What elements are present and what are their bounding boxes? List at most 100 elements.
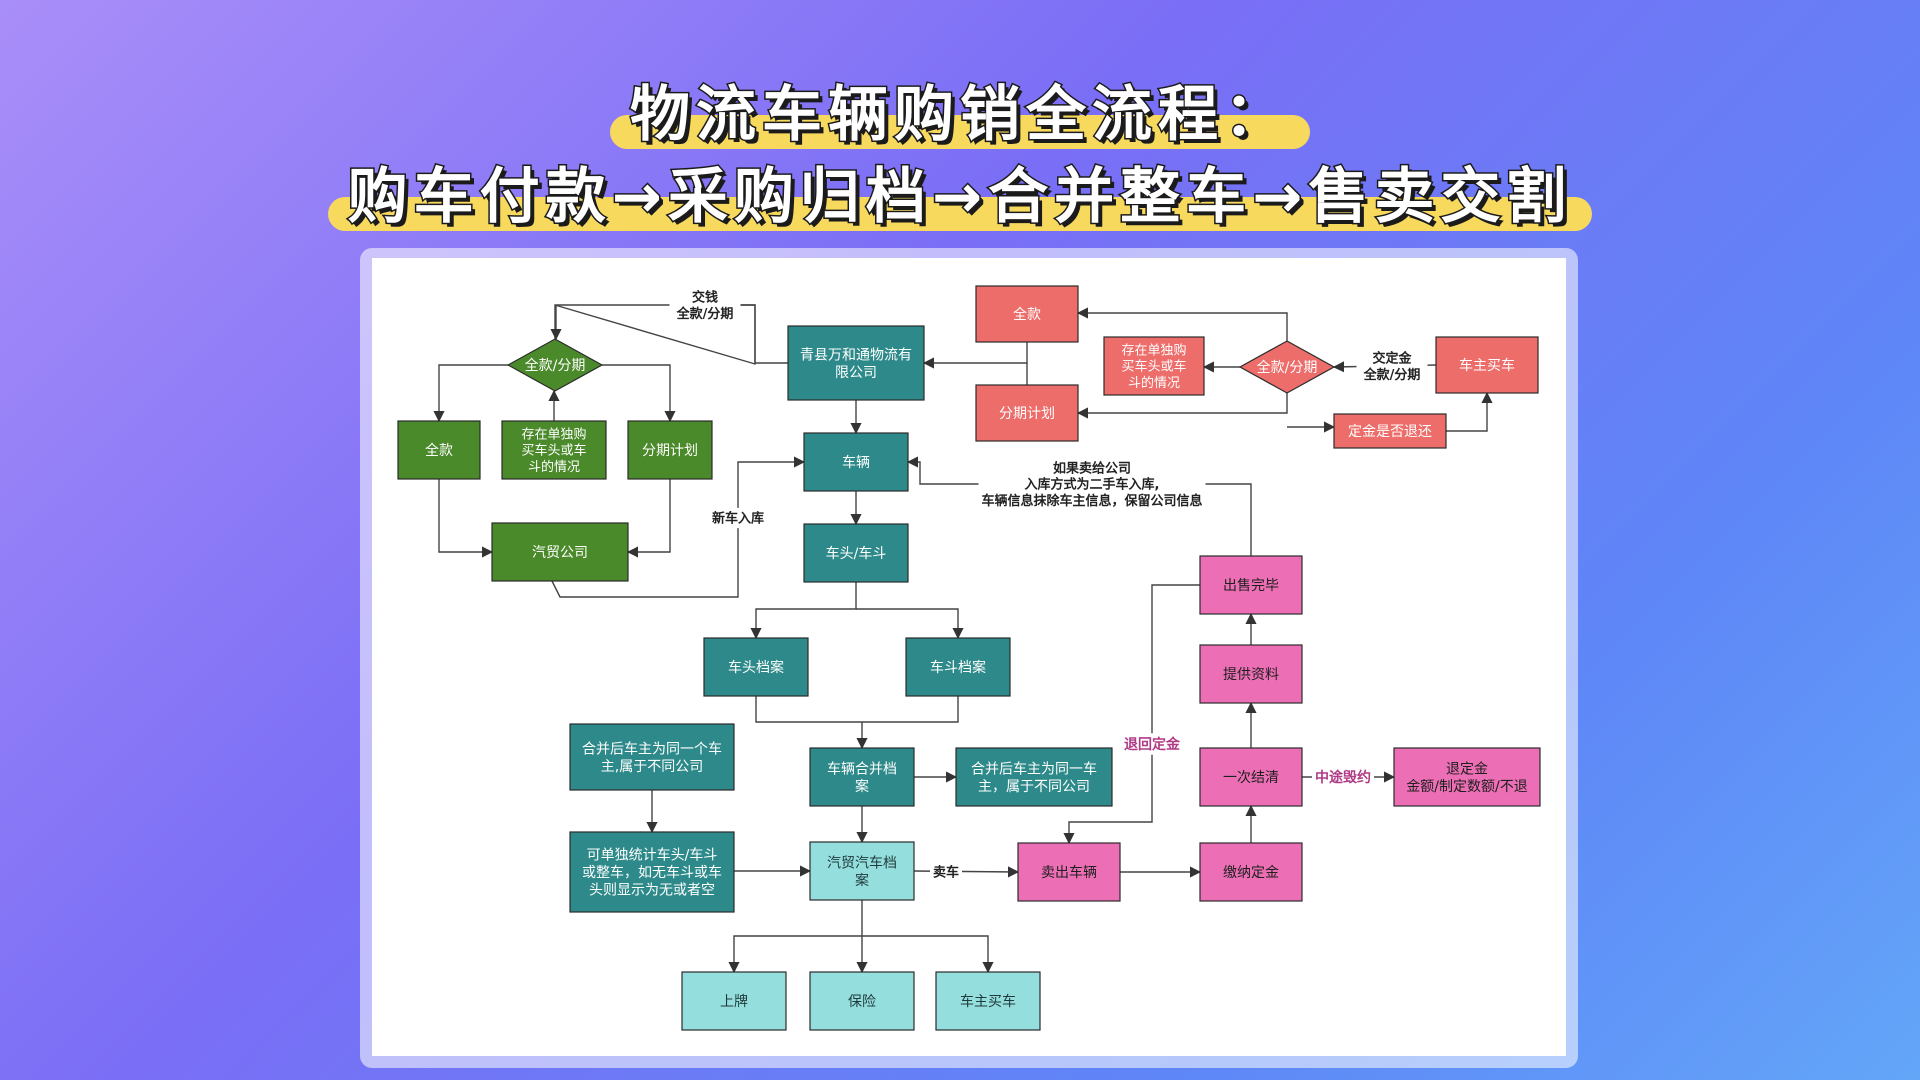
node-r-diamond: 全款/分期	[1238, 340, 1336, 394]
edge-auto-to-vehicle	[551, 456, 806, 598]
node-label: 全款/分期	[1257, 359, 1318, 376]
edge-decision-to-full	[1076, 307, 1288, 341]
node-label: 车主买车	[1459, 357, 1515, 374]
node-merge-note-same: 合并后车主为同一个车主,属于不同公司	[569, 723, 735, 791]
nodes: 全款/分期全款存在单独购买车头或车斗的情况分期计划汽贸公司青县万和通物流有限公司…	[397, 285, 1541, 1031]
node-label: 上牌	[720, 993, 748, 1010]
node-sell: 卖出车辆	[1017, 842, 1121, 902]
process-box	[569, 831, 735, 913]
label-if-sold: 如果卖给公司入库方式为二手车入库,车辆信息抹除车主信息，保留公司信息	[978, 457, 1206, 511]
node-r-owner: 车主买车	[1435, 336, 1539, 394]
title-text-1: 物流车辆购销全流程：	[610, 66, 1310, 153]
process-box	[397, 420, 481, 480]
label-background	[1121, 733, 1183, 755]
node-plate: 上牌	[681, 971, 787, 1031]
process-box	[1199, 555, 1303, 615]
node-label: 全款/分期	[525, 357, 586, 374]
node-label: 定金是否退还	[1348, 424, 1432, 440]
node-label: 车头档案	[728, 659, 784, 676]
title-line-1: 物流车辆购销全流程：	[0, 66, 1920, 153]
node-count-note: 可单独统计车头/车斗或整车，如无车斗或车头则显示为无或者空	[569, 831, 735, 913]
edge-autofile-to-plate	[728, 900, 863, 974]
edge-company-to-green-decision	[550, 304, 788, 364]
process-box	[681, 971, 787, 1031]
edge-decision-full	[433, 364, 508, 423]
process-box	[1103, 336, 1205, 396]
node-owner-buy-bottom: 车主买车	[935, 971, 1041, 1031]
node-label: 存在单独购买车头或车斗的情况	[521, 426, 586, 475]
process-box	[1017, 842, 1121, 902]
node-label: 合并后车主为同一车主，属于不同公司	[971, 760, 1097, 795]
node-label: 车辆	[842, 454, 870, 471]
node-label: 合并后车主为同一个车主,属于不同公司	[582, 740, 722, 775]
node-label: 汽贸公司	[532, 545, 588, 561]
process-box	[803, 432, 909, 492]
process-box	[905, 637, 1011, 697]
node-g-exist: 存在单独购买车头或车斗的情况	[501, 420, 607, 480]
edge-headbody-to-headfile	[750, 582, 857, 640]
node-provide: 提供资料	[1199, 644, 1303, 704]
flowchart: 全款/分期全款存在单独购买车头或车斗的情况分期计划汽贸公司青县万和通物流有限公司…	[397, 285, 1541, 1031]
label-deposit-pay: 交定金全款/分期	[1356, 347, 1428, 385]
edge-files-join	[755, 696, 959, 723]
label-new-stock: 新车入库	[709, 507, 767, 529]
node-label: 青县万和通物流有限公司	[800, 347, 912, 381]
node-g-full: 全款	[397, 420, 481, 480]
process-box	[501, 420, 607, 480]
node-label: 保险	[848, 994, 876, 1010]
node-company: 青县万和通物流有限公司	[787, 325, 925, 401]
node-label: 退定金金额/制定数额/不退	[1406, 761, 1527, 795]
label-background	[1356, 347, 1428, 385]
node-label: 提供资料	[1223, 667, 1279, 683]
process-box	[491, 522, 629, 582]
node-label: 车斗档案	[930, 659, 986, 676]
node-g-install: 分期计划	[627, 420, 713, 480]
process-box	[1333, 413, 1447, 449]
label-background	[930, 861, 962, 883]
node-label: 车主买车	[960, 993, 1016, 1010]
decision-shape	[1238, 340, 1336, 394]
process-box	[1199, 747, 1303, 807]
process-box	[703, 637, 809, 697]
node-deposit: 缴纳定金	[1199, 842, 1303, 902]
node-label: 车头/车斗	[826, 545, 887, 562]
label-sell-car: 卖车	[930, 861, 962, 883]
edge-sold-to-vehicle	[906, 456, 1252, 556]
label-pay: 交钱全款/分期	[669, 286, 741, 324]
node-label: 出售完毕	[1223, 578, 1279, 594]
node-r-full: 全款	[975, 285, 1079, 343]
node-auto-file: 汽贸汽车档案	[809, 841, 915, 901]
node-refund: 退定金金额/制定数额/不退	[1393, 747, 1541, 807]
edge-label-text: 交定金全款/分期	[1363, 351, 1421, 383]
edge-installment-to-auto	[626, 479, 671, 558]
process-box	[569, 723, 735, 791]
node-label: 全款	[425, 442, 453, 459]
node-label: 缴纳定金	[1223, 865, 1279, 881]
process-box	[975, 285, 1079, 343]
process-box	[955, 747, 1113, 807]
node-g-auto: 汽贸公司	[491, 522, 629, 582]
node-label: 卖出车辆	[1041, 864, 1097, 881]
process-box	[1393, 747, 1541, 807]
node-insurance: 保险	[809, 971, 915, 1031]
label-background	[709, 507, 767, 529]
title-text-2: 购车付款→采购归档→合并整车→售卖交割	[327, 148, 1593, 235]
node-merge-note-right: 合并后车主为同一车主，属于不同公司	[955, 747, 1113, 807]
process-box	[1435, 336, 1539, 394]
edge-label-text: 中途毁约	[1315, 769, 1371, 786]
diagram-canvas: 全款/分期全款存在单独购买车头或车斗的情况分期计划汽贸公司青县万和通物流有限公司…	[372, 258, 1566, 1056]
edge-label-text: 如果卖给公司入库方式为二手车入库,车辆信息抹除车主信息，保留公司信息	[981, 460, 1202, 509]
node-merge-file: 车辆合并档案	[809, 747, 915, 807]
process-box	[935, 971, 1041, 1031]
process-box	[627, 420, 713, 480]
node-body-file: 车斗档案	[905, 637, 1011, 697]
label-breach: 中途毁约	[1312, 766, 1374, 788]
process-box	[1199, 842, 1303, 902]
edge-decision-to-installment	[1076, 393, 1288, 419]
node-g-diamond: 全款/分期	[506, 338, 604, 392]
node-sold: 出售完毕	[1199, 555, 1303, 615]
node-label: 车辆合并档案	[827, 760, 897, 795]
node-r-install: 分期计划	[975, 384, 1079, 442]
edge-label-text: 卖车	[933, 865, 959, 881]
